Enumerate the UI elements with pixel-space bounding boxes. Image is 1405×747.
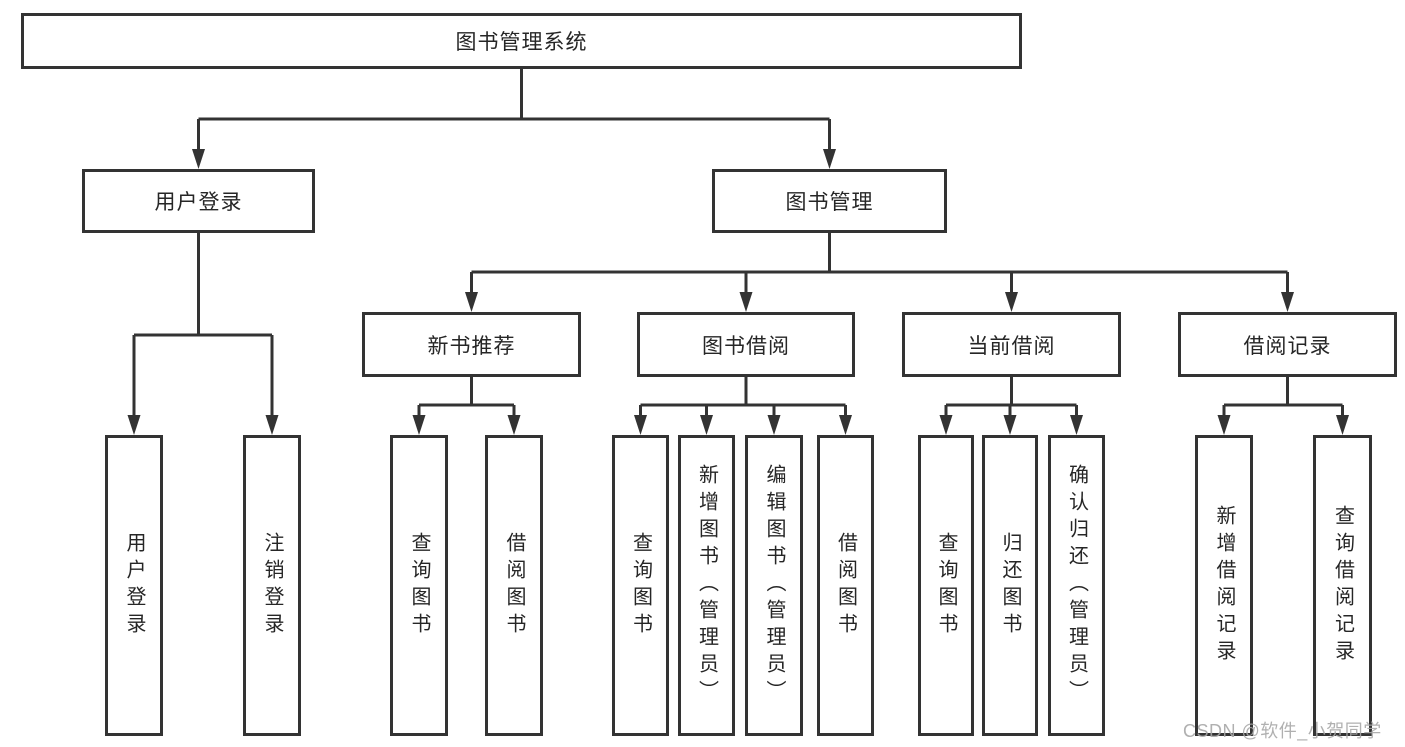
node-leaf-query-books-recommend: 查询图书 <box>390 435 448 736</box>
node-leaf-borrow-books-recommend: 借阅图书 <box>485 435 543 736</box>
node-book-borrow: 图书借阅 <box>637 312 855 377</box>
watermark: CSDN @软件_小贺同学 <box>1183 721 1382 741</box>
node-user-login: 用户登录 <box>82 169 315 233</box>
node-new-book-recommend: 新书推荐 <box>362 312 581 377</box>
node-root: 图书管理系统 <box>21 13 1022 69</box>
node-leaf-return-books: 归还图书 <box>982 435 1038 736</box>
node-leaf-query-books-borrow: 查询图书 <box>612 435 669 736</box>
node-leaf-edit-books-admin: 编辑图书（管理员） <box>745 435 803 736</box>
node-book-management: 图书管理 <box>712 169 947 233</box>
node-leaf-user-login: 用户登录 <box>105 435 163 736</box>
node-leaf-logout: 注销登录 <box>243 435 301 736</box>
node-leaf-borrow-books: 借阅图书 <box>817 435 874 736</box>
node-leaf-query-borrow-record: 查询借阅记录 <box>1313 435 1372 736</box>
node-leaf-add-books-admin: 新增图书（管理员） <box>678 435 735 736</box>
node-borrow-records: 借阅记录 <box>1178 312 1397 377</box>
node-leaf-add-borrow-record: 新增借阅记录 <box>1195 435 1253 736</box>
node-leaf-query-books-current: 查询图书 <box>918 435 974 736</box>
node-leaf-confirm-return-admin: 确认归还（管理员） <box>1048 435 1105 736</box>
node-current-borrow: 当前借阅 <box>902 312 1121 377</box>
